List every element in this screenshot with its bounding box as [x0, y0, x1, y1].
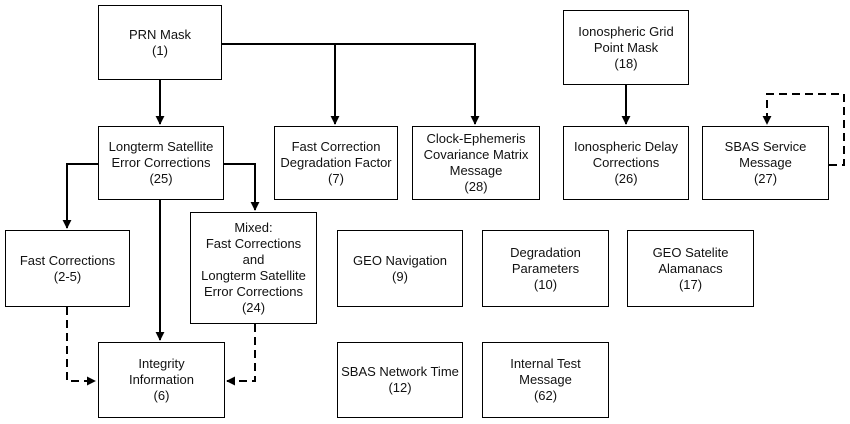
edge-sbas-service-loop — [762, 93, 845, 166]
node-label-line: Clock-Ephemeris — [426, 131, 526, 146]
node-internal-test-message: Internal Test Message (62) — [482, 342, 609, 418]
node-label-line: Integrity — [138, 356, 185, 371]
node-label-line: GEO Navigation — [353, 252, 447, 268]
node-label-line: SBAS Service — [724, 139, 807, 154]
node-integrity-information: Integrity Information (6) — [98, 342, 225, 418]
edge-prn-to-clock-eph — [335, 43, 480, 125]
node-label-line: Message — [739, 155, 792, 170]
node-label-line: Message — [519, 372, 572, 387]
node-degradation-parameters: Degradation Parameters (10) — [482, 230, 609, 307]
node-label-line: (9) — [392, 268, 408, 284]
node-label-line: Covariance Matrix — [423, 147, 529, 162]
node-label-line: Point Mask — [593, 39, 659, 55]
node-mixed-corrections: Mixed: Fast Corrections and Longterm Sat… — [190, 212, 317, 324]
node-label-line: Longterm Satellite — [108, 139, 214, 154]
node-ionospheric-grid-point-mask: Ionospheric Grid Point Mask (18) — [563, 10, 689, 85]
node-prn-mask: PRN Mask (1) — [98, 5, 222, 80]
node-label-line: Corrections — [592, 155, 660, 170]
node-label-line: (18) — [614, 55, 638, 71]
node-label-line: Information — [128, 372, 195, 387]
edge-longterm-to-mixed — [224, 163, 260, 211]
node-ionospheric-delay-corrections: Ionospheric Delay Corrections (26) — [563, 126, 689, 200]
node-clock-ephemeris-covariance: Clock-Ephemeris Covariance Matrix Messag… — [412, 126, 540, 200]
node-label-line: (27) — [753, 171, 778, 186]
node-longterm-satellite-error-corrections: Longterm Satellite Error Corrections (25… — [98, 126, 224, 200]
node-label-line: Alamanacs — [658, 260, 723, 276]
node-label-line: (6) — [153, 388, 170, 403]
node-label-line: (28) — [464, 179, 488, 194]
node-fast-correction-degradation-factor: Fast Correction Degradation Factor (7) — [274, 126, 398, 200]
node-label-line: Longterm Satellite — [201, 268, 306, 283]
node-label-line: GEO Satelite — [652, 244, 729, 260]
edge-prn-to-fast-degr — [222, 43, 340, 125]
node-label-line: Error Corrections — [111, 155, 211, 170]
edge-mixed-to-integrity — [226, 324, 256, 386]
node-label-line: Degradation Factor — [280, 155, 392, 170]
node-sbas-network-time: SBAS Network Time (12) — [337, 342, 463, 418]
node-label-line: SBAS Network Time — [341, 364, 459, 379]
node-fast-corrections: Fast Corrections (2-5) — [5, 230, 130, 307]
node-label-line: Ionospheric Grid — [578, 23, 674, 39]
node-label-line: Mixed: — [234, 220, 273, 235]
node-label-line: (10) — [533, 276, 558, 292]
node-label-line: (17) — [678, 276, 703, 292]
node-label-line: (1) — [152, 42, 168, 58]
node-label-line: (24) — [241, 300, 266, 315]
node-label-line: Message — [449, 163, 503, 178]
node-label-line: PRN Mask — [128, 26, 192, 42]
node-label-line: Error Corrections — [204, 284, 303, 299]
node-label-line: Internal Test — [510, 356, 581, 371]
node-label-line: Degradation — [510, 244, 581, 260]
node-label-line: (26) — [614, 171, 638, 186]
node-label-line: (7) — [328, 171, 344, 186]
node-label-line: (25) — [149, 171, 173, 186]
node-geo-navigation: GEO Navigation (9) — [337, 230, 463, 307]
node-label-line: Ionospheric Delay — [573, 139, 679, 154]
node-label-line: Fast Corrections — [205, 236, 302, 251]
edge-longterm-to-fast-corrections — [62, 163, 98, 229]
node-geo-satellite-almanacs: GEO Satelite Alamanacs (17) — [627, 230, 754, 307]
node-sbas-service-message: SBAS Service Message (27) — [702, 126, 829, 200]
node-label-line: Parameters — [511, 260, 580, 276]
node-label-line: and — [242, 252, 265, 267]
node-label-line: (2-5) — [53, 268, 82, 284]
node-label-line: Fast Correction — [291, 139, 381, 154]
node-label-line: Fast Corrections — [19, 252, 116, 268]
edge-fast-corrections-to-integrity — [66, 307, 96, 386]
node-label-line: (12) — [388, 380, 412, 395]
node-label-line: (62) — [533, 388, 558, 403]
